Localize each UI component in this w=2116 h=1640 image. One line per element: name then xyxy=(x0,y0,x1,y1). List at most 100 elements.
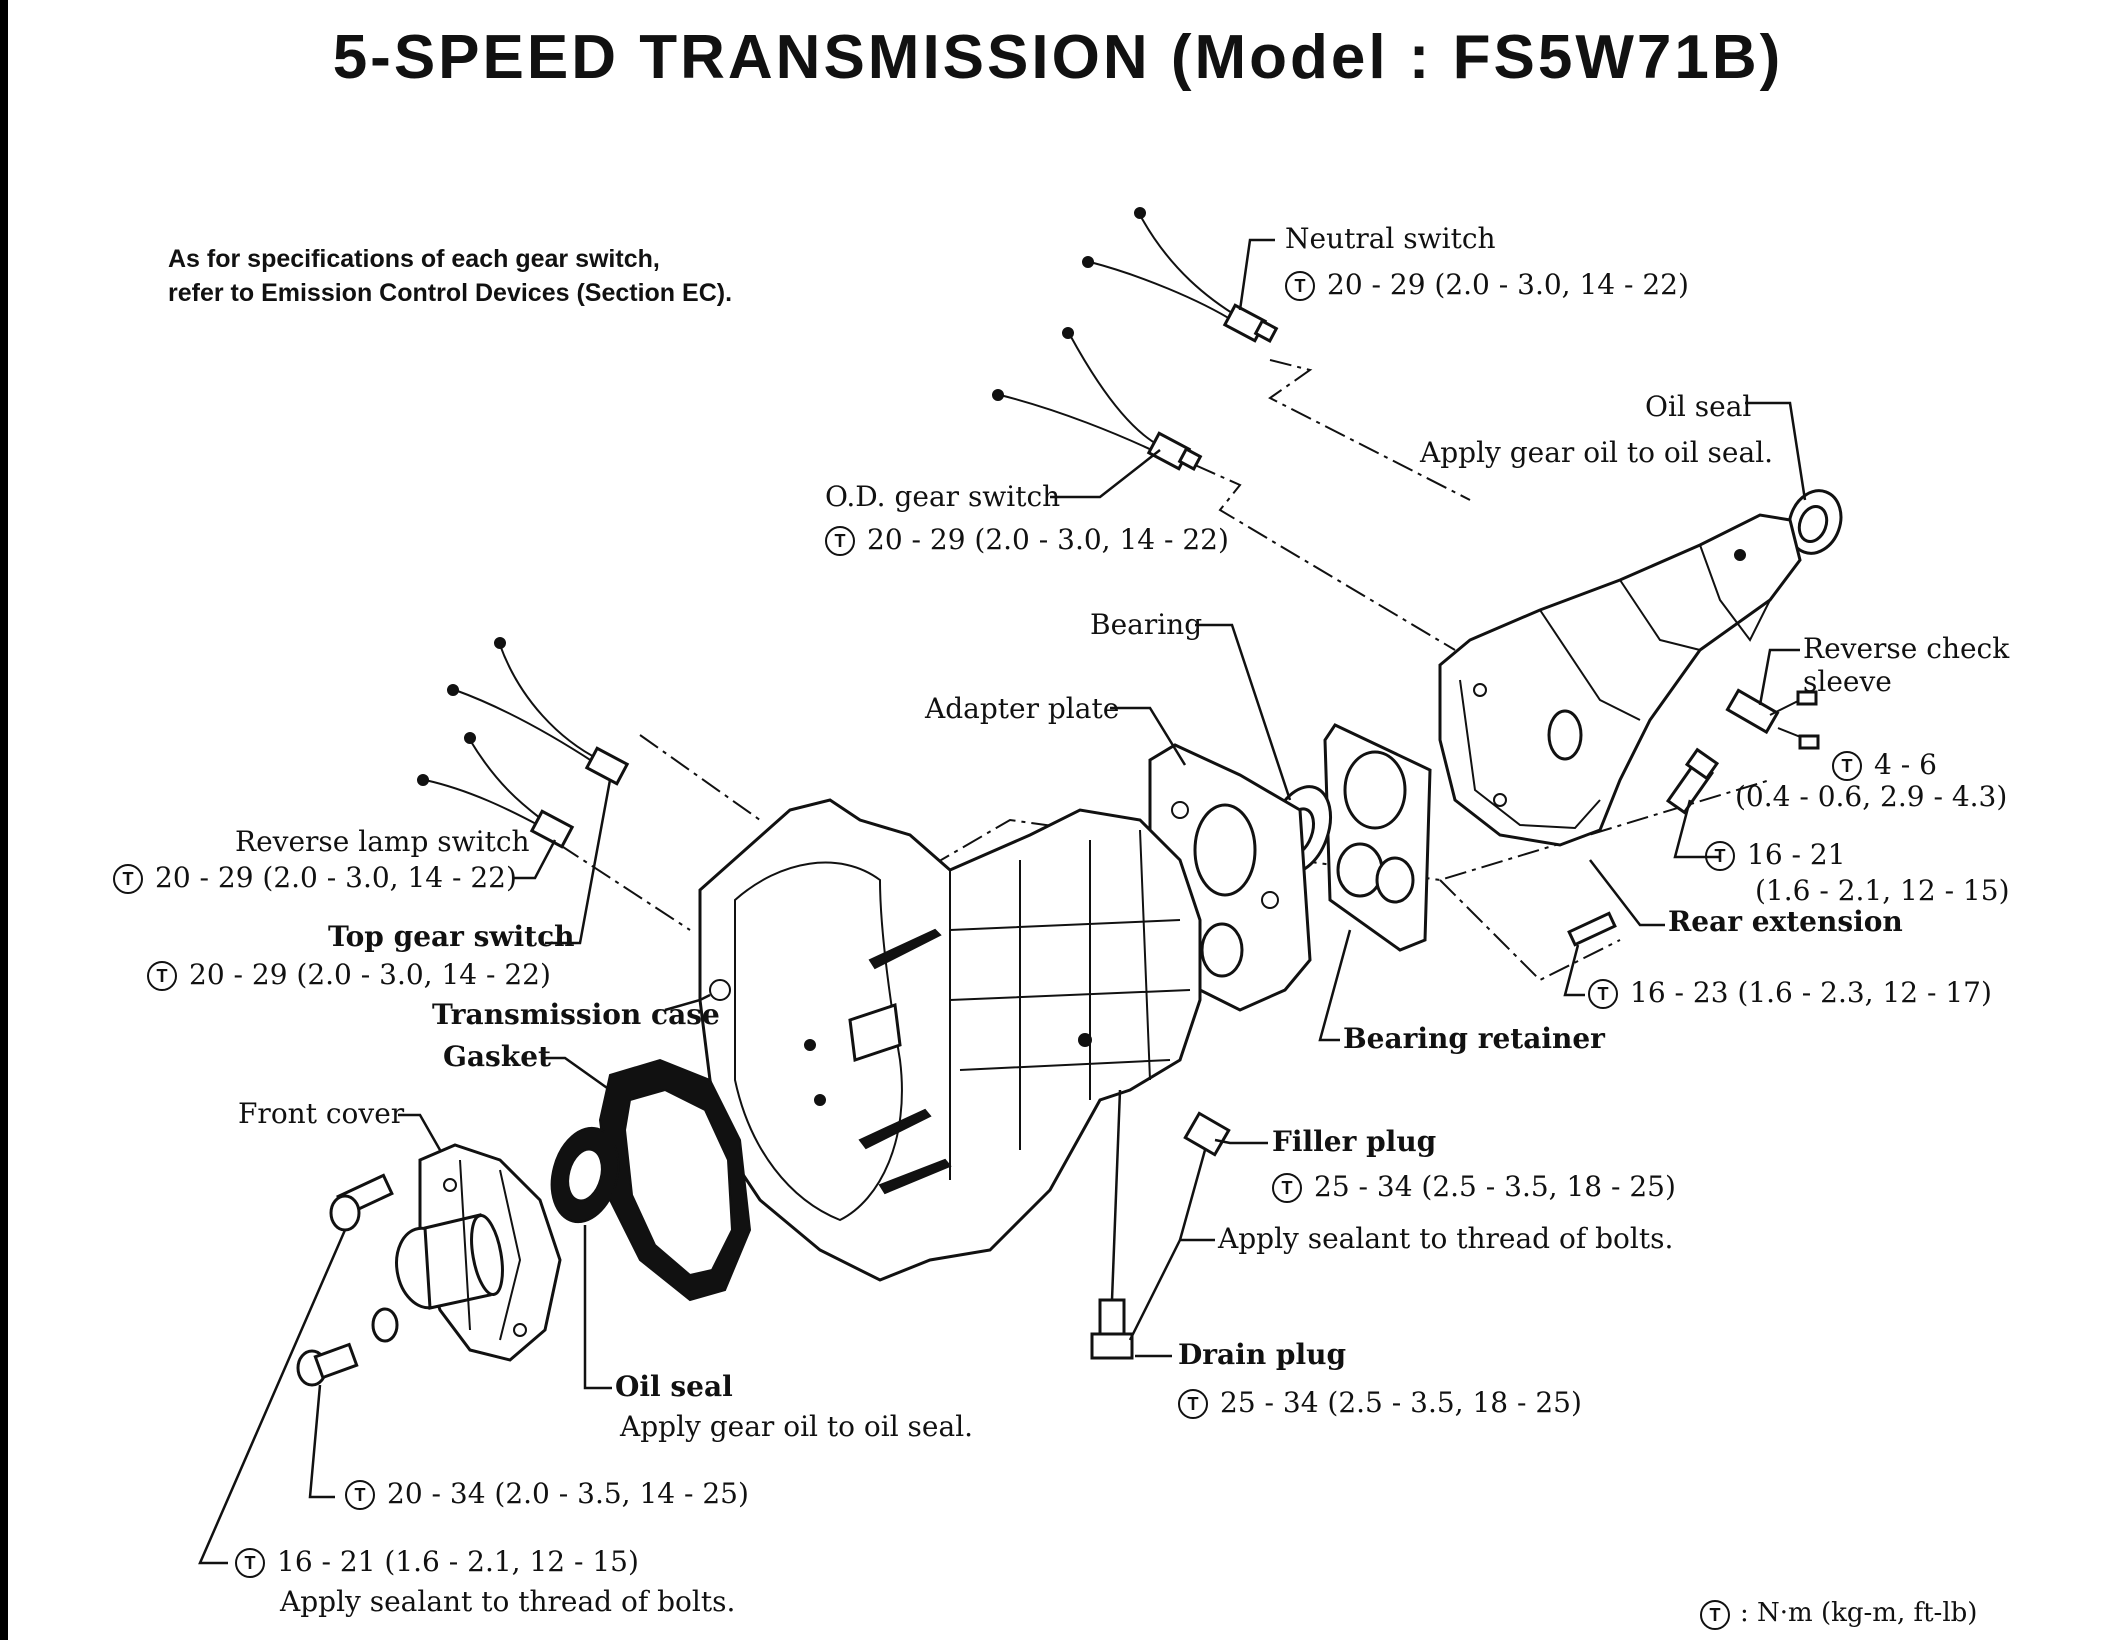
torque-value: 20 - 29 (2.0 - 3.0, 14 - 22) xyxy=(189,958,551,991)
spec-note-line-2: refer to Emission Control Devices (Secti… xyxy=(168,279,733,307)
label-drain-plug: Drain plug xyxy=(1178,1338,1347,1371)
front-oil-seal-part xyxy=(550,1126,620,1224)
spec-note-line-1: As for specifications of each gear switc… xyxy=(168,245,660,273)
neutral-switch-part xyxy=(1082,207,1279,343)
torque-icon: T xyxy=(147,961,177,991)
leader-filler-sealant-2 xyxy=(1178,1149,1207,1241)
torque-front-cover-bolt: T 16 - 21 (1.6 - 2.1, 12 - 15) xyxy=(235,1545,639,1578)
leader-reverse-check xyxy=(1758,648,1800,706)
leader-reverse-lamp xyxy=(512,839,557,880)
note-filler-sealant: Apply sealant to thread of bolts. xyxy=(1218,1222,1674,1255)
torque-icon: T xyxy=(1272,1173,1302,1203)
torque-value: 20 - 29 (2.0 - 3.0, 14 - 22) xyxy=(1327,268,1689,301)
leader-front-plug xyxy=(308,1384,335,1499)
leader-oil-seal-rear xyxy=(1745,401,1807,501)
label-reverse-lamp-switch: Reverse lamp switch xyxy=(235,825,530,858)
rear-extension-bolt-part xyxy=(1665,747,1720,815)
torque-value: 16 - 21 xyxy=(1747,838,1846,871)
torque-reverse-check-2: (0.4 - 0.6, 2.9 - 4.3) xyxy=(1735,780,2008,813)
label-reverse-check-sleeve-2: sleeve xyxy=(1803,665,1892,698)
torque-front-plug: T 20 - 34 (2.0 - 3.5, 14 - 25) xyxy=(345,1477,749,1510)
torque-rear-ext-bolt-2: (1.6 - 2.1, 12 - 15) xyxy=(1755,874,2010,907)
od-gear-switch-part xyxy=(992,327,1203,471)
torque-value: 20 - 29 (2.0 - 3.0, 14 - 22) xyxy=(867,523,1229,556)
torque-value: 4 - 6 xyxy=(1874,748,1937,781)
torque-rear-ext-bolt: T 16 - 21 xyxy=(1705,838,1846,871)
leader-neutral-switch xyxy=(1238,238,1275,311)
leader-filler-plug xyxy=(1214,1138,1268,1145)
label-filler-plug: Filler plug xyxy=(1272,1125,1437,1158)
leader-front-cover-bolt xyxy=(198,1229,347,1565)
leader-retainer-bolt xyxy=(1563,944,1585,997)
label-adapter-plate: Adapter plate xyxy=(925,692,1120,725)
torque-icon: T xyxy=(825,526,855,556)
leader-oil-seal-front xyxy=(583,1225,612,1390)
leader-od-switch xyxy=(1050,449,1161,499)
units-legend: T : N·m (kg-m, ft-lb) xyxy=(1700,1598,1977,1630)
leader-filler-sealant xyxy=(1128,1238,1215,1341)
leader-transmission-case xyxy=(664,993,711,1012)
label-reverse-check-sleeve-1: Reverse check xyxy=(1803,632,2010,665)
spec-note: As for specifications of each gear switc… xyxy=(168,242,732,310)
drain-plug-part xyxy=(1090,1298,1134,1360)
label-top-gear-switch: Top gear switch xyxy=(328,920,575,953)
label-gasket: Gasket xyxy=(443,1040,551,1073)
leader-gasket xyxy=(543,1056,611,1092)
torque-value: 20 - 34 (2.0 - 3.5, 14 - 25) xyxy=(387,1477,749,1510)
label-transmission-case: Transmission case xyxy=(432,998,720,1031)
leader-adapter-plate xyxy=(1110,706,1187,766)
note-front-cover-sealant: Apply sealant to thread of bolts. xyxy=(280,1585,736,1618)
front-cover-part xyxy=(395,1143,562,1362)
centerline-reverse-lamp xyxy=(639,734,761,821)
gasket-part xyxy=(598,1058,752,1302)
bearing-retainer-part xyxy=(1323,723,1432,952)
torque-icon: T xyxy=(1705,841,1735,871)
leader-bearing xyxy=(1195,623,1292,801)
label-rear-extension: Rear extension xyxy=(1668,905,1903,938)
leader-front-cover xyxy=(398,1113,442,1151)
rear-extension-part xyxy=(1438,513,1802,847)
centerline-top-gear xyxy=(559,844,691,931)
label-oil-seal-front: Oil seal xyxy=(615,1370,733,1403)
torque-neutral-switch: T 20 - 29 (2.0 - 3.0, 14 - 22) xyxy=(1285,268,1689,301)
label-neutral-switch: Neutral switch xyxy=(1285,222,1496,255)
transmission-case-part xyxy=(698,798,1202,1282)
centerline-od-switch xyxy=(1194,464,1456,651)
torque-filler-plug: T 25 - 34 (2.5 - 3.5, 18 - 25) xyxy=(1272,1170,1676,1203)
front-cover-bolt-part xyxy=(329,1173,394,1232)
torque-icon: T xyxy=(113,864,143,894)
torque-icon: T xyxy=(1700,1600,1730,1630)
torque-value: 16 - 23 (1.6 - 2.3, 12 - 17) xyxy=(1630,976,1992,1009)
units-legend-text: : N·m (kg-m, ft-lb) xyxy=(1740,1598,1978,1628)
leader-drain-vertical xyxy=(1110,1089,1122,1301)
centerline-neutral-switch xyxy=(1268,359,1471,501)
torque-value: 25 - 34 (2.5 - 3.5, 18 - 25) xyxy=(1314,1170,1676,1203)
torque-reverse-lamp-switch: T 20 - 29 (2.0 - 3.0, 14 - 22) xyxy=(113,861,517,894)
leader-top-gear xyxy=(545,779,612,945)
front-plug-part xyxy=(296,1307,399,1387)
leader-rear-extension xyxy=(1589,859,1665,927)
torque-od-gear-switch: T 20 - 29 (2.0 - 3.0, 14 - 22) xyxy=(825,523,1229,556)
page-edge-bar xyxy=(0,0,8,1640)
torque-value: 16 - 21 (1.6 - 2.1, 12 - 15) xyxy=(277,1545,639,1578)
note-oil-seal-front: Apply gear oil to oil seal. xyxy=(620,1410,974,1443)
label-od-gear-switch: O.D. gear switch xyxy=(825,480,1061,513)
torque-value: 20 - 29 (2.0 - 3.0, 14 - 22) xyxy=(155,861,517,894)
retainer-bolt-part xyxy=(1567,911,1617,947)
torque-top-gear-switch: T 20 - 29 (2.0 - 3.0, 14 - 22) xyxy=(147,958,551,991)
torque-icon: T xyxy=(1285,271,1315,301)
reverse-check-sleeve-part xyxy=(1725,688,1820,750)
label-bearing: Bearing xyxy=(1090,608,1203,641)
torque-icon: T xyxy=(345,1480,375,1510)
rear-oil-seal-part xyxy=(1787,489,1843,555)
page-title: 5-SPEED TRANSMISSION (Model : FS5W71B) xyxy=(332,23,1784,92)
torque-icon: T xyxy=(1178,1389,1208,1419)
label-bearing-retainer: Bearing retainer xyxy=(1343,1022,1605,1055)
label-front-cover: Front cover xyxy=(238,1097,405,1130)
torque-icon: T xyxy=(235,1548,265,1578)
